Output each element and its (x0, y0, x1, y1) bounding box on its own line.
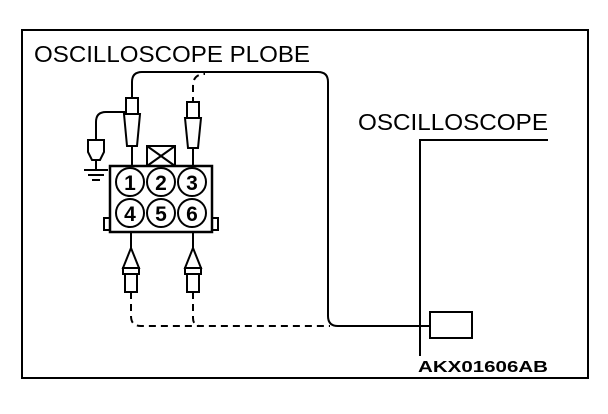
probe-label: OSCILLOSCOPE PLOBE (34, 41, 310, 67)
probe-top-right-icon (183, 101, 203, 172)
pin-3-label: 3 (186, 172, 198, 195)
oscilloscope-input-jack (429, 311, 473, 339)
probe-lead-dashed (130, 292, 330, 327)
pin-5-label: 5 (155, 203, 167, 226)
probe-lead-solid (131, 71, 430, 327)
pin-1-label: 1 (124, 172, 136, 195)
connector-pin-2: 2 (146, 167, 176, 197)
probe-bottom-left-icon (121, 232, 141, 293)
connector-pin-6: 6 (177, 198, 207, 228)
ground-symbol-icon (84, 169, 108, 181)
pin-2-label: 2 (155, 172, 167, 195)
probe-lead-dashed-2 (192, 292, 202, 327)
connector-pin-1: 1 (115, 167, 145, 197)
probe-bottom-right-icon (183, 232, 203, 293)
figure-code: AKX01606AB (418, 359, 548, 376)
ground-lead (95, 111, 126, 140)
ground-clip-icon (87, 139, 105, 161)
probe-lead-dashed-top (192, 73, 206, 104)
probe-top-left-icon (122, 97, 142, 172)
connector-pin-4: 4 (115, 198, 145, 228)
connector-pin-5: 5 (146, 198, 176, 228)
oscilloscope-outline (419, 139, 548, 356)
pin-6-label: 6 (186, 203, 198, 226)
oscilloscope-label: OSCILLOSCOPE (358, 109, 548, 135)
connector: 1 2 3 4 5 6 (103, 145, 219, 234)
connector-pin-3: 3 (177, 167, 207, 197)
figure-frame (21, 29, 589, 379)
pin-4-label: 4 (124, 203, 136, 226)
connector-pins: 1 2 3 4 5 6 (115, 167, 207, 228)
